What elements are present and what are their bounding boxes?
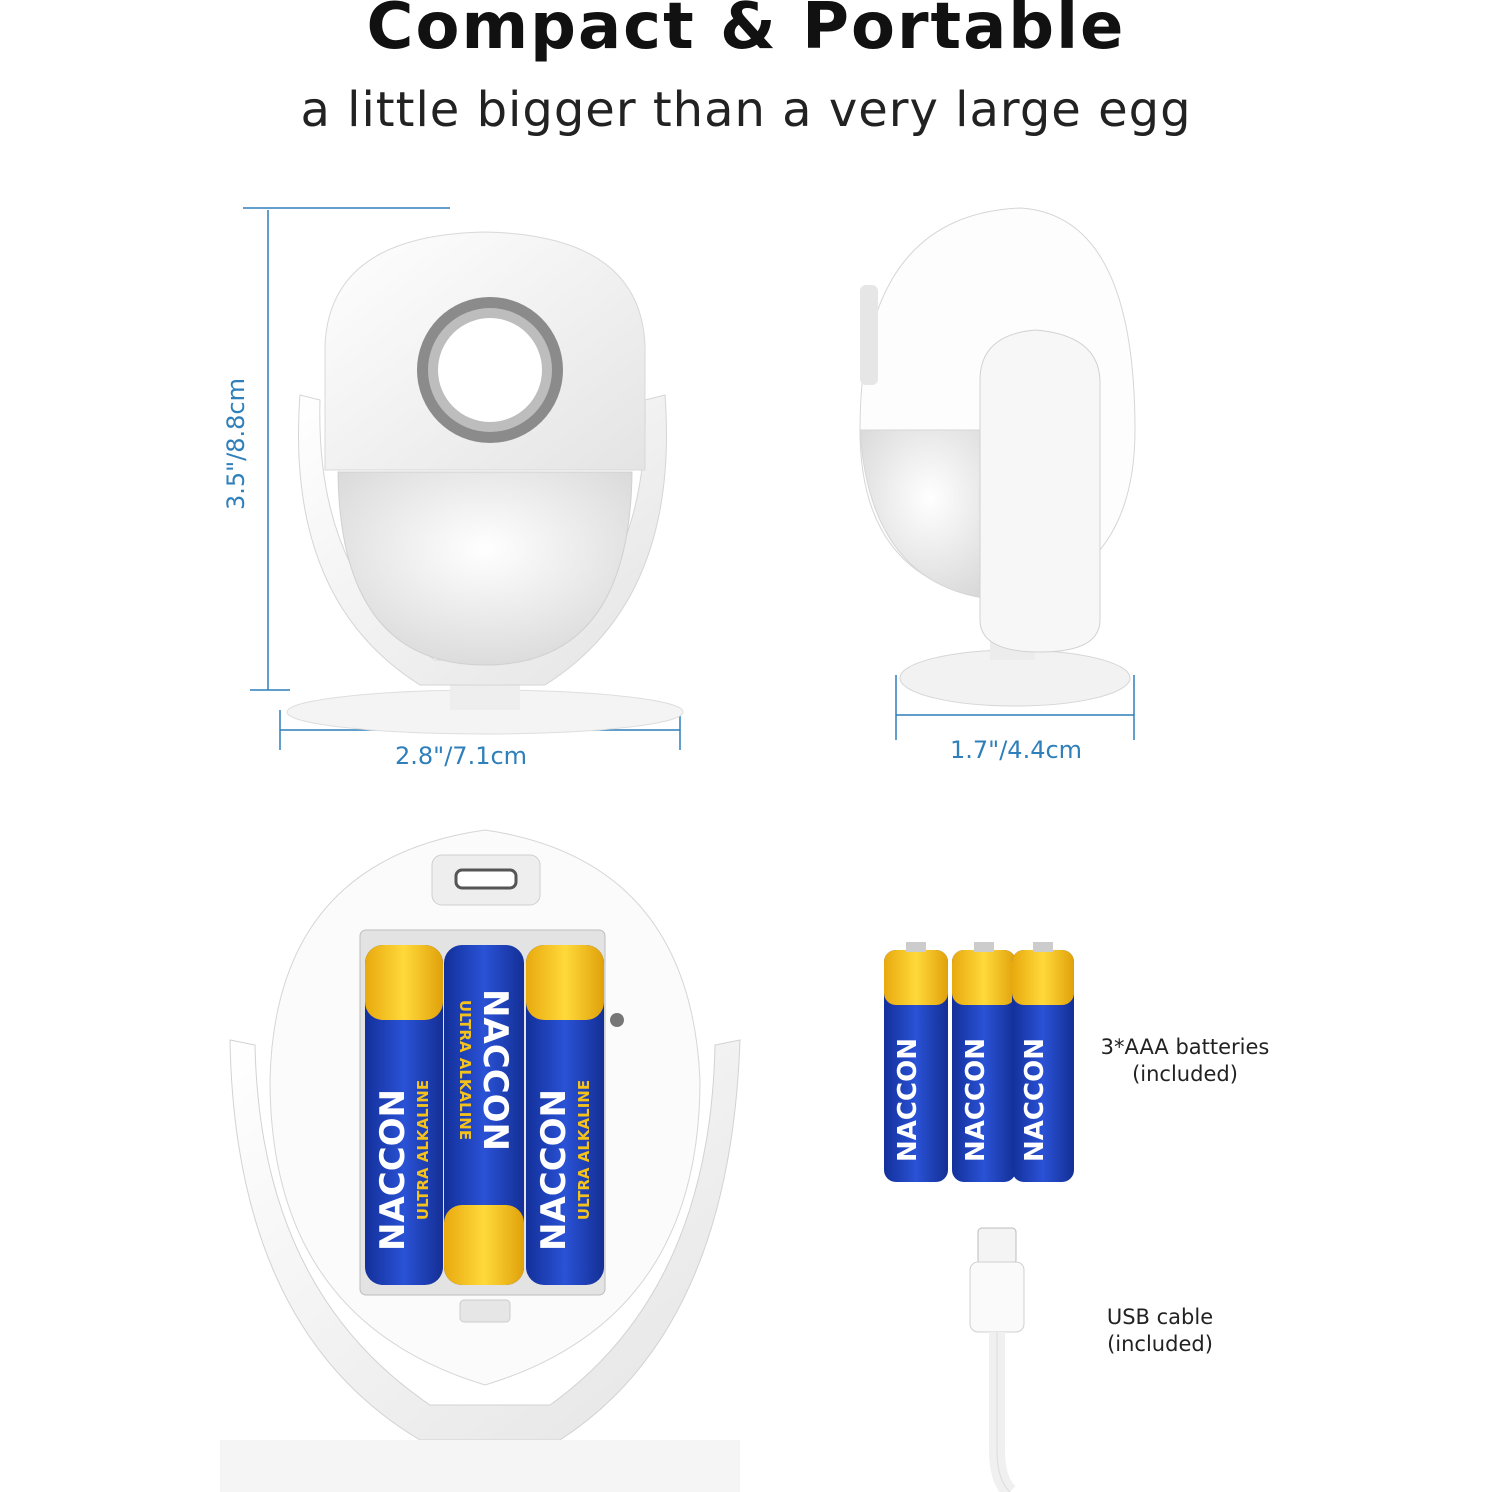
usb-caption: USB cable (included) xyxy=(1060,1304,1260,1358)
sensor-side-view xyxy=(859,207,1136,707)
loose-batteries: NACCON NACCON NACCON xyxy=(884,942,1074,1182)
batteries-caption: 3*AAA batteries (included) xyxy=(1080,1034,1290,1088)
battery-type-label: ULTRA ALKALINE xyxy=(456,1000,474,1140)
battery-brand-label: NACCON xyxy=(1020,1038,1050,1162)
sensor-front-view xyxy=(286,231,684,735)
width-dimension-label: 2.8"/7.1cm xyxy=(395,742,528,770)
loose-battery-2: NACCON xyxy=(952,942,1016,1182)
battery-back-1: NACCON ULTRA ALKALINE xyxy=(365,945,443,1285)
battery-brand-label: NACCON xyxy=(961,1038,991,1162)
usb-caption-line2: (included) xyxy=(1107,1332,1213,1356)
batteries-caption-line2: (included) xyxy=(1132,1062,1238,1086)
battery-brand-label: NACCON xyxy=(475,989,515,1151)
depth-dimension-label: 1.7"/4.4cm xyxy=(950,736,1083,764)
height-dimension-label: 3.5"/8.8cm xyxy=(222,377,250,511)
dimension-lines-side xyxy=(895,675,1135,740)
battery-type-label: ULTRA ALKALINE xyxy=(414,1080,432,1220)
loose-battery-1: NACCON xyxy=(884,942,948,1182)
batteries-caption-line1: 3*AAA batteries xyxy=(1100,1035,1270,1059)
loose-battery-3: NACCON xyxy=(1012,942,1074,1182)
battery-back-2: NACCON ULTRA ALKALINE xyxy=(444,945,524,1285)
battery-back-3: NACCON ULTRA ALKALINE xyxy=(526,945,604,1285)
battery-brand-label: NACCON xyxy=(373,1089,413,1251)
battery-type-label: ULTRA ALKALINE xyxy=(575,1080,593,1220)
battery-brand-label: NACCON xyxy=(893,1038,923,1162)
page-title: Compact & Portable xyxy=(366,0,1126,64)
sensor-back-view: NACCON ULTRA ALKALINE NACCON ULTRA ALKAL… xyxy=(220,829,741,1492)
usb-caption-line1: USB cable xyxy=(1106,1305,1214,1329)
battery-brand-label: NACCON xyxy=(534,1089,574,1251)
usb-cable xyxy=(969,1227,1025,1492)
page-subtitle: a little bigger than a very large egg xyxy=(300,82,1192,138)
